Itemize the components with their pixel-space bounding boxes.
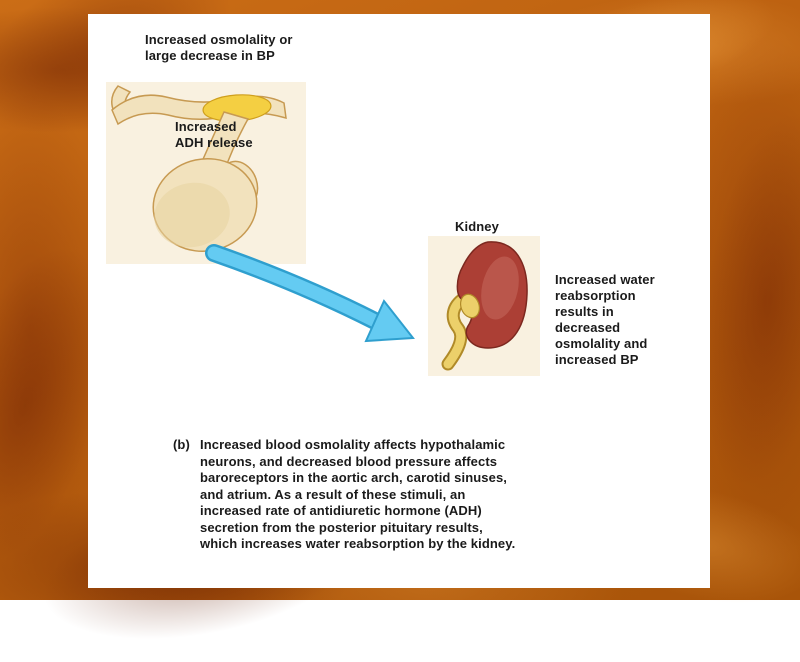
caption-text: Increased blood osmolality affects hypot… [200,437,516,551]
renal-pelvis [459,293,481,319]
pituitary-shading [154,182,230,248]
adh-release-label: Increased ADH release [175,119,253,150]
arrow-head [364,299,415,343]
pituitary-illustration [106,82,306,264]
content-panel: Increased osmolality or large decrease i… [88,14,710,588]
pituitary-gland-icon [111,85,287,253]
figure-caption: (b) Increased blood osmolality affects h… [173,437,576,553]
caption-marker: (b) [173,437,190,452]
kidney-illustration [428,236,540,376]
kidney-highlight [481,256,519,320]
kidney-label: Kidney [455,219,499,234]
arrow-body [207,246,382,328]
stimulus-label: Increased osmolality or large decrease i… [145,32,293,63]
result-label: Increased water reabsorption results in … [555,272,655,367]
kidney-icon [441,241,528,371]
flow-arrow-icon [205,244,415,343]
ureter [443,293,469,369]
